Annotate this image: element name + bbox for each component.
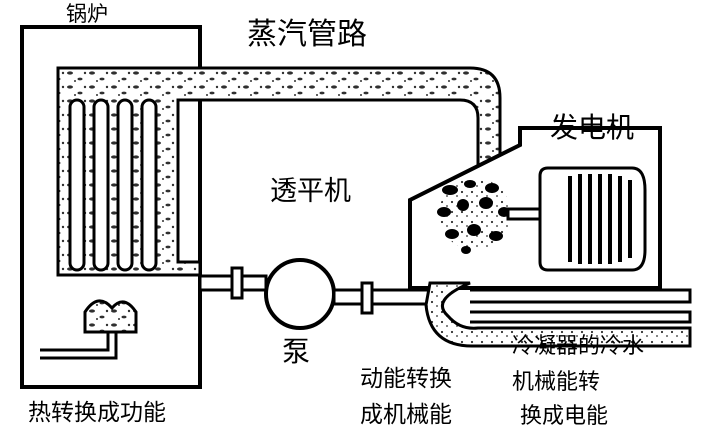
burner: [40, 299, 138, 360]
turbine-label: 透平机: [270, 176, 351, 207]
kinetic-label-line1: 动能转换: [360, 366, 452, 392]
condenser-water-label: 冷凝器的冷水: [512, 334, 645, 359]
boiler-label: 锅炉: [66, 2, 108, 26]
generator-label: 发电机: [550, 111, 635, 144]
return-pipe: [332, 281, 434, 315]
condenser: [424, 281, 692, 348]
mech-label-line2: 换成电能: [520, 404, 609, 429]
turbine-rotor: [437, 178, 511, 254]
kinetic-label-line2: 成机械能: [360, 402, 452, 428]
feedwater-pipe: [198, 266, 268, 300]
generator-coil: [538, 166, 647, 272]
heat-to-work-label: 热转换成功能: [28, 400, 166, 426]
mech-label-line1: 机械能转: [512, 370, 601, 395]
boiler-tubes: [68, 98, 158, 272]
steam-pipe-label: 蒸汽管路: [247, 17, 367, 52]
pump: [264, 258, 336, 330]
pump-label: 泵: [282, 335, 311, 368]
steam-pipe: [56, 66, 502, 277]
